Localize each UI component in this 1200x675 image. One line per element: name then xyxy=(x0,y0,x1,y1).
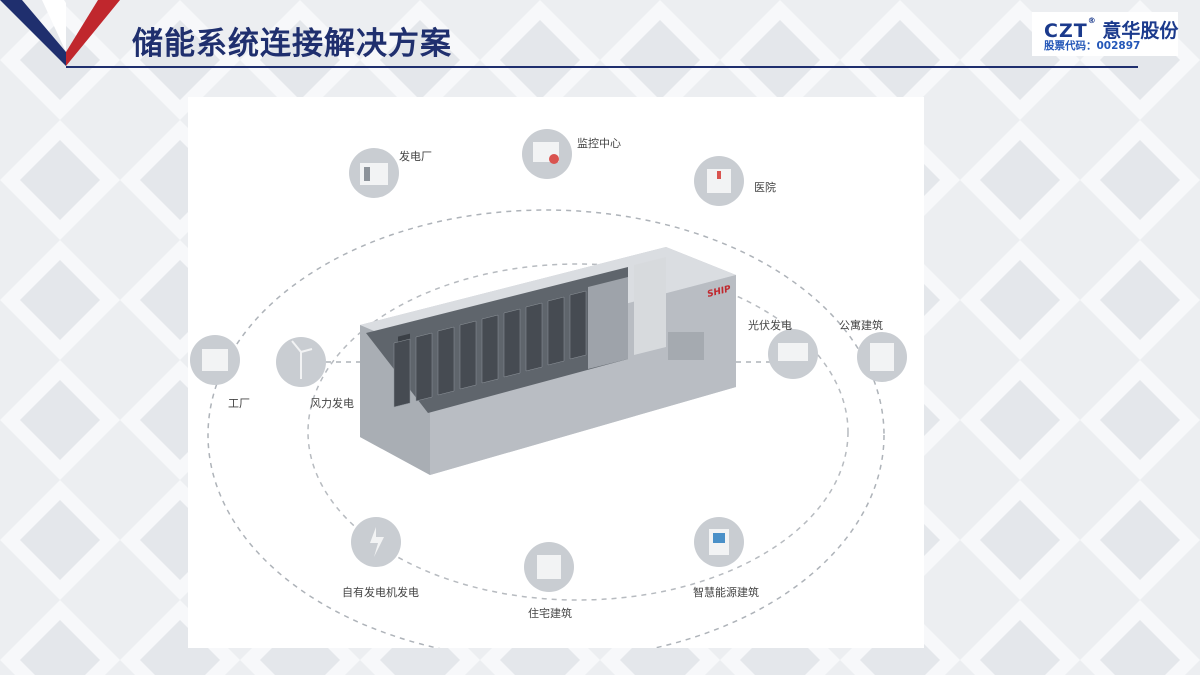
label-power-plant: 发电厂 xyxy=(399,150,432,163)
label-monitoring-center: 监控中心 xyxy=(577,137,621,150)
label-self-generator: 自有发电机发电 xyxy=(342,586,419,599)
energy-storage-diagram: SHIP xyxy=(190,129,907,648)
node-monitoring-center xyxy=(522,129,572,179)
node-photovoltaic xyxy=(768,329,818,379)
company-logo: CZT® 意华股份 股票代码：002897 xyxy=(1032,12,1178,56)
outer-connection-ring xyxy=(207,209,885,648)
logo-wordmark: CZT® 意华股份 xyxy=(1044,16,1179,42)
inner-connection-ring xyxy=(307,263,849,601)
node-wind-power xyxy=(276,337,326,387)
label-residential: 住宅建筑 xyxy=(528,607,572,620)
label-photovoltaic: 光伏发电 xyxy=(748,319,792,332)
stock-code: 股票代码：002897 xyxy=(1044,40,1141,52)
title-underline xyxy=(66,66,1138,68)
corner-emblem xyxy=(0,0,120,66)
label-factory: 工厂 xyxy=(228,397,250,410)
label-hospital: 医院 xyxy=(754,181,776,194)
diagram-panel: SHIP xyxy=(188,97,924,648)
node-smart-energy-building xyxy=(694,517,744,567)
node-factory xyxy=(190,335,240,385)
storage-container: SHIP xyxy=(360,247,736,475)
label-apartment: 公寓建筑 xyxy=(839,319,883,332)
node-apartment xyxy=(857,332,907,382)
page-title: 储能系统连接解决方案 xyxy=(132,26,452,62)
node-residential xyxy=(524,542,574,592)
label-smart-energy-building: 智慧能源建筑 xyxy=(693,586,759,599)
logo-latin: CZT xyxy=(1044,20,1088,42)
node-hospital xyxy=(694,156,744,206)
node-power-plant xyxy=(349,148,399,198)
logo-chinese: 意华股份 xyxy=(1102,20,1179,42)
node-self-generator xyxy=(351,517,401,567)
label-wind-power: 风力发电 xyxy=(310,397,354,410)
